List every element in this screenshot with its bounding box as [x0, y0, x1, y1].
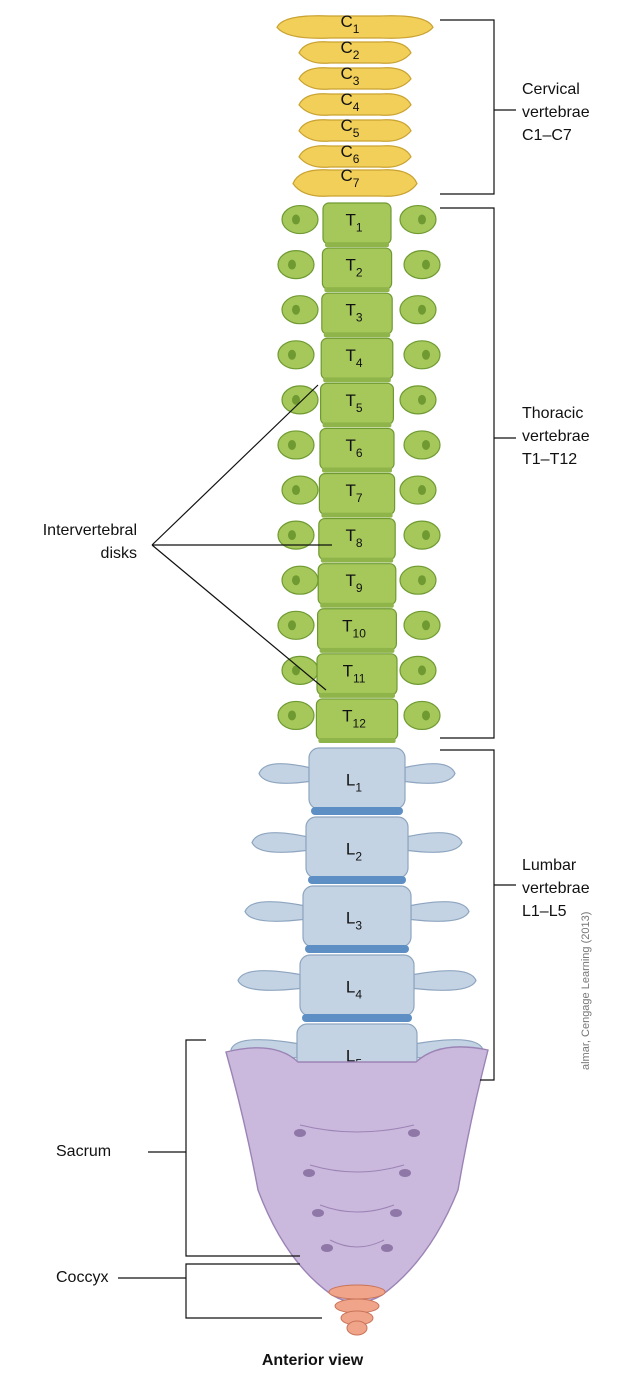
sacrum-right-foramen-3: [390, 1209, 402, 1217]
lumbar-left-process-2: [252, 833, 306, 853]
cervical-label-line1: Cervical: [522, 78, 590, 101]
sacrum-left-foramen-2: [303, 1169, 315, 1177]
thoracic-right-facet-11: [418, 665, 426, 675]
lumbar-left-process-4: [238, 971, 300, 991]
thoracic-right-facet-2: [422, 260, 430, 270]
thoracic-right-facet-3: [418, 305, 426, 315]
coccyx-bracket: [186, 1264, 322, 1318]
sacrum-right-foramen-2: [399, 1169, 411, 1177]
thoracic-disk-9: [320, 603, 394, 608]
cervical-label-line2: vertebrae: [522, 101, 590, 124]
thoracic-disk-7: [321, 513, 392, 518]
thoracic-disk-5: [323, 422, 392, 427]
lumbar-right-process-4: [414, 971, 476, 991]
thoracic-left-facet-10: [288, 620, 296, 630]
thoracic-right-facet-5: [418, 395, 426, 405]
thoracic-label-line1: Thoracic: [522, 402, 590, 425]
coccyx-label: Coccyx: [56, 1266, 108, 1289]
lumbar-right-process-1: [405, 764, 455, 784]
lumbar-disk-4: [302, 1014, 412, 1022]
coccyx-segment-4: [347, 1321, 367, 1335]
thoracic-left-facet-9: [292, 575, 300, 585]
thoracic-left-facet-1: [292, 215, 300, 225]
thoracic-right-facet-12: [422, 710, 430, 720]
sacrum-left-foramen-4: [321, 1244, 333, 1252]
intervertebral-label-line1: Intervertebral: [0, 519, 137, 542]
lumbar-left-process-3: [245, 902, 303, 922]
intervertebral-disks-label: Intervertebral disks: [0, 519, 137, 565]
thoracic-disk-6: [322, 468, 392, 473]
thoracic-disk-12: [318, 738, 395, 743]
coccyx-segment-1: [329, 1285, 385, 1299]
thoracic-right-facet-10: [422, 620, 430, 630]
thoracic-label-line3: T1–T12: [522, 448, 590, 471]
lumbar-vertebra-1: [309, 748, 405, 809]
thoracic-disk-3: [324, 332, 390, 337]
lumbar-right-process-2: [408, 833, 462, 853]
thoracic-left-facet-4: [288, 350, 296, 360]
thoracic-left-facet-6: [288, 440, 296, 450]
thoracic-right-facet-9: [418, 575, 426, 585]
sacrum-label: Sacrum: [56, 1140, 111, 1163]
lumbar-disk-2: [308, 876, 406, 884]
sacrum-right-foramen-4: [381, 1244, 393, 1252]
thoracic-disk-11: [319, 693, 395, 698]
sacrum-left-foramen-3: [312, 1209, 324, 1217]
intervertebral-label-line2: disks: [0, 542, 137, 565]
thoracic-left-facet-12: [288, 710, 296, 720]
thoracic-disk-10: [320, 648, 395, 653]
cervical-label: Cervical vertebrae C1–C7: [522, 78, 590, 147]
thoracic-left-facet-3: [292, 305, 300, 315]
lumbar-right-process-3: [411, 902, 469, 922]
cervical-label-line3: C1–C7: [522, 124, 590, 147]
thoracic-right-facet-7: [418, 485, 426, 495]
thoracic-disk-4: [323, 377, 391, 382]
thoracic-disk-2: [324, 287, 389, 292]
cervical-bracket: [440, 20, 494, 194]
credit-line: almar, Cengage Learning (2013): [580, 770, 592, 1070]
thoracic-bracket: [440, 208, 494, 738]
thoracic-disk-1: [325, 242, 389, 247]
lumbar-left-process-1: [259, 764, 309, 784]
lumbar-vertebra-4: [300, 955, 414, 1016]
thoracic-label: Thoracic vertebrae T1–T12: [522, 402, 590, 471]
view-caption: Anterior view: [0, 1352, 625, 1370]
lumbar-vertebrae-group: L1L2L3L4L5: [231, 748, 483, 1091]
thoracic-right-facet-6: [422, 440, 430, 450]
coccyx-shape: [329, 1285, 385, 1335]
lumbar-disk-3: [305, 945, 409, 953]
sacrum-right-foramen-1: [408, 1129, 420, 1137]
thoracic-right-facet-8: [422, 530, 430, 540]
lumbar-vertebra-2: [306, 817, 408, 878]
thoracic-right-facet-1: [418, 215, 426, 225]
lumbar-vertebra-3: [303, 886, 411, 947]
thoracic-left-facet-2: [288, 260, 296, 270]
thoracic-left-facet-8: [288, 530, 296, 540]
thoracic-label-line2: vertebrae: [522, 425, 590, 448]
thoracic-disk-8: [321, 558, 393, 563]
thoracic-left-facet-7: [292, 485, 300, 495]
lumbar-disk-1: [311, 807, 403, 815]
sacrum-left-foramen-1: [294, 1129, 306, 1137]
thoracic-right-facet-4: [422, 350, 430, 360]
